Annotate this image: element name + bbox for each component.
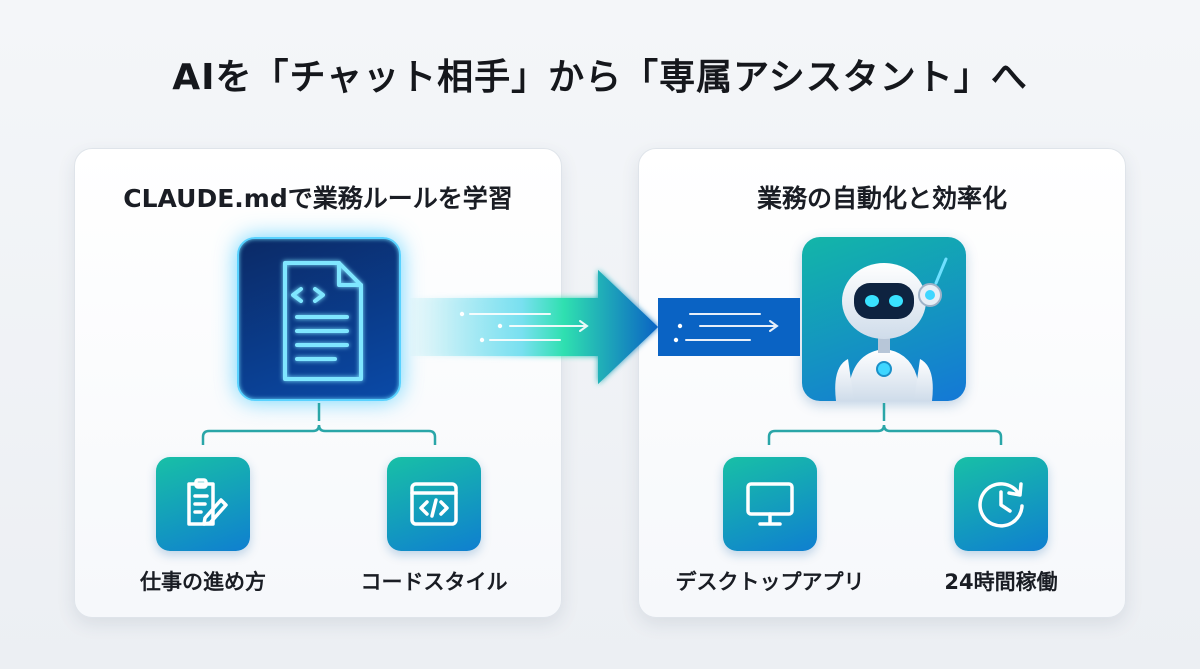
left-panel-title: CLAUDE.mdで業務ルールを学習 <box>123 184 513 213</box>
clipboard-edit-icon <box>156 457 250 551</box>
page-title: AIを「チャット相手」から「専属アシスタント」へ <box>172 57 1028 98</box>
robot-icon <box>802 237 966 401</box>
right-panel: 業務の自動化と効率化 <box>638 148 1126 618</box>
clock-icon <box>954 457 1048 551</box>
right-tree-connector <box>767 403 1003 445</box>
item-label-work-style: 仕事の進め方 <box>140 570 266 594</box>
transition-arrow <box>400 262 810 392</box>
right-panel-title: 業務の自動化と効率化 <box>756 184 1007 213</box>
code-window-icon <box>387 457 481 551</box>
left-panel: CLAUDE.mdで業務ルールを学習 <box>74 148 562 618</box>
item-label-code-style: コードスタイル <box>360 570 508 594</box>
item-label-desktop-app: デスクトップアプリ <box>675 570 865 594</box>
left-tree-connector <box>201 403 437 445</box>
document-code-icon <box>237 237 401 401</box>
item-label-24h-operation: 24時間稼働 <box>944 570 1058 594</box>
monitor-icon <box>723 457 817 551</box>
